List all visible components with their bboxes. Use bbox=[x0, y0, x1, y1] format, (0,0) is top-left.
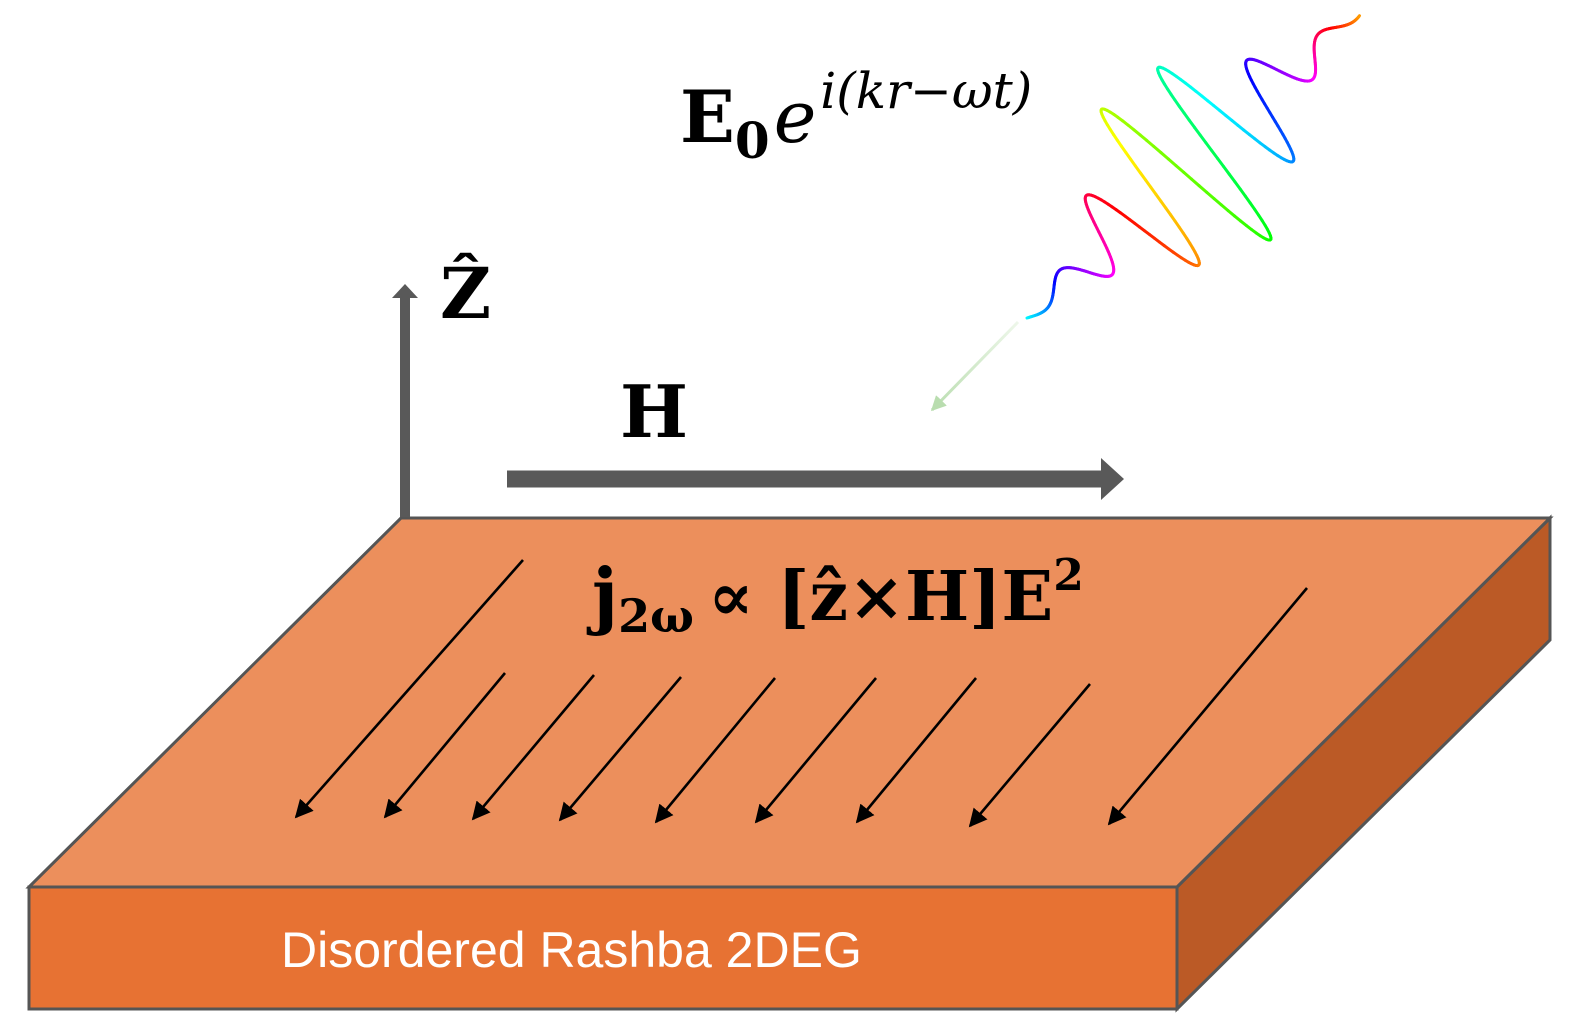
diagonal-arrow-icon bbox=[558, 676, 682, 822]
wave-segment bbox=[1189, 177, 1201, 188]
wave-segment bbox=[1198, 133, 1208, 145]
current-equation: j2ω ∝ [ẑ×H]E2 bbox=[586, 550, 1084, 643]
z-axis bbox=[392, 284, 418, 517]
rainbow-wave-packet-icon bbox=[1025, 14, 1361, 320]
diagonal-arrow-icon bbox=[968, 683, 1091, 828]
wave-segment bbox=[1159, 151, 1170, 161]
wave-segment bbox=[1187, 118, 1197, 129]
diagonal-arrow-icon bbox=[471, 674, 595, 821]
current-subscript: 2ω bbox=[618, 589, 694, 643]
wave-segment bbox=[1233, 180, 1242, 191]
slab-front-face bbox=[27, 885, 1179, 1011]
z-axis-label: Ẑ bbox=[440, 252, 491, 335]
wave-label: E0ei(kr−ωt) bbox=[680, 62, 1032, 170]
current-symbol: j bbox=[586, 552, 618, 637]
wave-segment bbox=[1219, 203, 1230, 213]
wave-segment bbox=[1212, 197, 1223, 207]
wave-segment bbox=[1145, 138, 1156, 148]
diagonal-arrow-icon bbox=[654, 677, 777, 824]
wave-segment bbox=[1227, 172, 1237, 184]
diagonal-arrow-icon bbox=[855, 677, 978, 824]
wave-segment bbox=[1357, 14, 1361, 19]
diagonal-arrow-icon bbox=[754, 677, 877, 824]
wave-segment bbox=[1205, 190, 1216, 201]
wave-segment bbox=[1182, 170, 1193, 181]
wave-segment bbox=[1221, 164, 1231, 176]
slab bbox=[25, 514, 1554, 1013]
wave-segment bbox=[1193, 125, 1202, 137]
field-label: H bbox=[620, 369, 688, 454]
slab-label: Disordered Rashba 2DEG bbox=[281, 922, 862, 978]
diagonal-arrow-icon bbox=[383, 672, 506, 819]
wave-segment bbox=[1152, 144, 1163, 155]
diagonal-arrow-icon bbox=[294, 559, 524, 819]
wave-exp-base: e bbox=[774, 75, 817, 159]
wave-amplitude-subscript: 0 bbox=[735, 111, 770, 170]
wave-exponent: i(kr−ωt) bbox=[820, 62, 1032, 120]
current-power: 2 bbox=[1053, 550, 1084, 601]
wave-segment bbox=[1197, 184, 1209, 194]
diagonal-arrow-icon bbox=[1107, 587, 1308, 826]
wave-segment bbox=[1166, 157, 1178, 168]
current-arrows bbox=[294, 559, 1308, 828]
field-arrow bbox=[507, 458, 1124, 500]
current-relation: ∝ [ẑ×H]E bbox=[708, 557, 1053, 637]
incidence-arrow-icon bbox=[930, 320, 1020, 412]
wave-segment bbox=[1216, 157, 1225, 168]
wave-segment bbox=[1204, 141, 1214, 153]
wave-amplitude: E bbox=[680, 74, 735, 159]
right-arrow-head bbox=[1101, 458, 1124, 500]
wave-segment bbox=[1174, 164, 1186, 174]
up-arrow-head bbox=[392, 284, 418, 298]
wave-segment bbox=[1210, 149, 1220, 161]
